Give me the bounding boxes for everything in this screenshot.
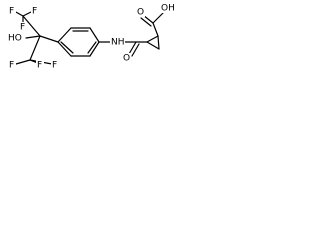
bond-cf3-bottom-to-f-left <box>15 59 31 65</box>
cyclopropane-bond-2 <box>157 35 160 50</box>
cyclopropane-bond-1 <box>146 35 159 43</box>
chemical-structure-diagram: F F F HO F F F NH O O OH <box>7 3 176 71</box>
benzene-bond-3 <box>89 27 100 43</box>
cyclopropane-bond-3 <box>146 41 160 50</box>
atom-f-bottom-right: F <box>52 61 57 71</box>
atom-amide-oxygen: O <box>123 54 130 64</box>
benzene-bond-1 <box>57 27 72 43</box>
bond-central-to-hydroxyl <box>25 35 41 39</box>
atom-amide-nitrogen: NH <box>111 38 125 48</box>
bond-acid-carbon-to-oh <box>152 12 164 24</box>
bond-acid-carbonyl-2 <box>140 17 152 27</box>
bond-cf3-top-to-central <box>22 15 41 37</box>
atom-f-mid: F <box>20 23 25 33</box>
atom-acid-hydroxyl: OH <box>161 4 175 14</box>
bond-amide-carbonyl-2 <box>131 43 140 57</box>
bond-lines <box>13 10 164 65</box>
atom-labels: F F F HO F F F NH O O OH <box>7 3 176 71</box>
atom-f-top-left: F <box>9 7 14 17</box>
bond-cyclopropane-to-acid-carbon <box>152 22 159 37</box>
benzene-double-bond-inner-2 <box>87 41 97 54</box>
atom-f-bottom-left: F <box>9 61 14 71</box>
bond-amide-carbonyl-1 <box>128 41 137 55</box>
atom-f-bottom-mid: F <box>37 61 42 71</box>
benzene-bond-4 <box>89 41 100 57</box>
bond-central-to-cf3-bottom <box>29 35 41 61</box>
atom-f-top-right: F <box>32 7 37 17</box>
benzene-double-bond-inner-3 <box>60 41 74 54</box>
bond-central-to-benzene <box>39 35 59 43</box>
atom-acid-carbonyl-oxygen: O <box>137 8 144 18</box>
benzene-bond-6 <box>57 41 72 57</box>
atom-hydroxyl-oxygen: HO <box>8 34 22 44</box>
